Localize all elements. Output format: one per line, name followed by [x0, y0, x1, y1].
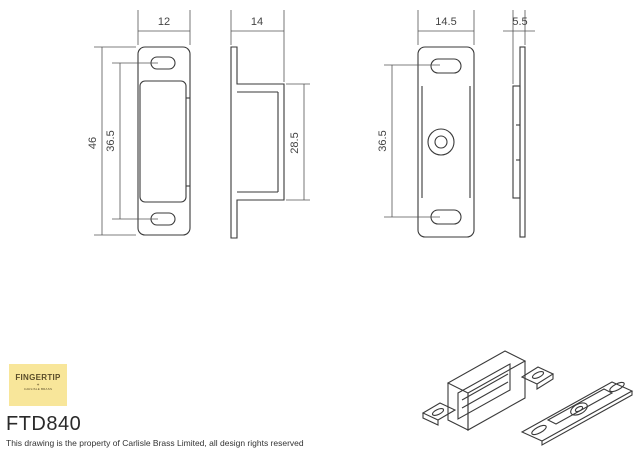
- slot-hole: [531, 424, 547, 436]
- copyright-note: This drawing is the property of Carlisle…: [6, 438, 304, 448]
- dimension-side-depth: 14: [230, 10, 285, 82]
- dimension-label: 12: [158, 16, 170, 28]
- dimension-label: 28.5: [289, 132, 301, 153]
- dimension-front-height: 46: [87, 46, 136, 236]
- logo-subtext: CARLISLE BRASS: [23, 387, 53, 391]
- screw-hole: [574, 405, 584, 413]
- dimension-side-height: 28.5: [286, 83, 310, 201]
- plate-side-outline: [519, 46, 526, 238]
- dimension-label: 36.5: [105, 130, 117, 151]
- dimension-front-hole-spacing: 36.5: [105, 62, 158, 220]
- dimension-plate-width: 14.5: [417, 10, 475, 45]
- dimension-label: 46: [87, 137, 99, 149]
- catch-front-view: [137, 46, 191, 236]
- slot-hole: [609, 381, 625, 393]
- catch-front-outline: [137, 46, 191, 236]
- catch-side-view: [230, 46, 285, 239]
- plate-isometric-view: [520, 381, 634, 446]
- dimension-plate-thickness: 5.5: [503, 10, 535, 84]
- catch-front-body: [139, 80, 187, 203]
- catch-side-profile: [230, 46, 285, 239]
- dimension-label: 14.5: [435, 16, 456, 28]
- plate-side-view: [512, 46, 526, 238]
- screw-hole: [434, 135, 448, 149]
- magnet-screw-boss: [427, 128, 455, 156]
- dimension-plate-hole-spacing: 36.5: [377, 64, 440, 218]
- dimension-label: 14: [251, 16, 263, 28]
- brand-logo: FINGERTIP ✦ CARLISLE BRASS: [9, 364, 67, 406]
- logo-brand-name: FINGERTIP: [15, 373, 61, 382]
- catch-isometric-view: [421, 350, 555, 431]
- dimension-label: 36.5: [377, 130, 389, 151]
- dimension-label: 5.5: [512, 16, 527, 28]
- slot-hole-top: [430, 58, 462, 74]
- logo-star-icon: ✦: [36, 382, 40, 387]
- magnet-screw-boss: [570, 402, 588, 416]
- product-code: FTD840: [6, 413, 82, 435]
- plate-front-view: [417, 46, 475, 238]
- plate-front-outline: [417, 46, 475, 238]
- dimension-front-width: 12: [137, 10, 191, 45]
